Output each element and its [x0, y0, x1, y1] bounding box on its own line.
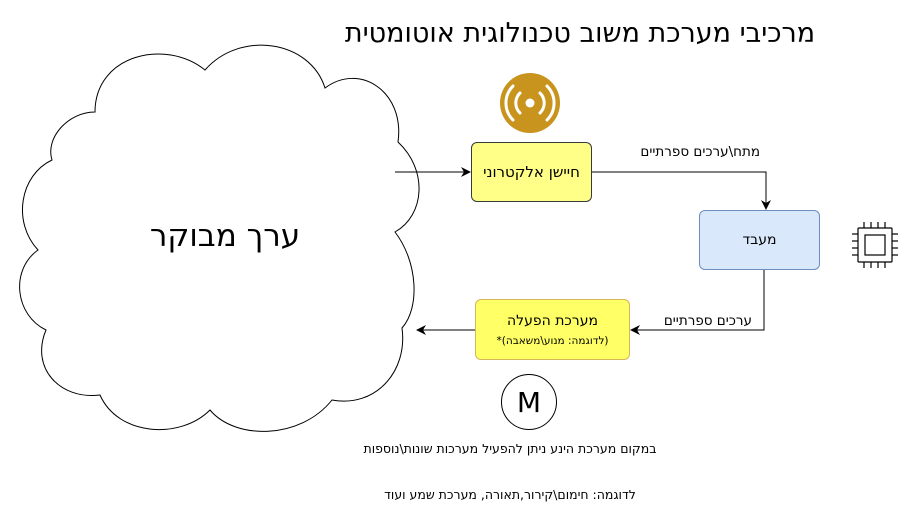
actuator-example: (לדוגמה: מנוע\משאבה)* — [496, 334, 609, 347]
edge-label-processor-to-actuator: ערכים ספרתיים — [663, 313, 752, 329]
cpu-chip-icon — [852, 222, 898, 268]
note-line-2: לדוגמה: חימום\קירור,תאורה, מערכת שמע ועו… — [384, 487, 636, 502]
controlled-value-cloud — [19, 44, 420, 432]
motor-symbol: M — [501, 374, 557, 430]
actuator-label: מערכת הפעלה — [507, 312, 598, 329]
processor-label: מעבד — [742, 232, 777, 248]
broadcast-signal-icon — [500, 73, 560, 133]
diagram-title: מרכיבי מערכת משוב טכנולוגית אוטומטית — [344, 18, 816, 49]
edge-processor-to-actuator — [630, 270, 765, 335]
sensor-label: חיישן אלקטרוני — [483, 163, 580, 181]
actuator-node: מערכת הפעלה (לדוגמה: מנוע\משאבה)* — [475, 299, 630, 360]
processor-node: מעבד — [699, 210, 820, 270]
sensor-node: חיישן אלקטרוני — [471, 142, 592, 202]
edge-label-sensor-to-processor: מתח\ערכים ספרתיים — [640, 144, 760, 160]
note-line-1: במקום מערכת הינע ניתן להפעיל מערכות שונו… — [363, 441, 657, 456]
edge-sensor-to-processor — [592, 171, 771, 210]
controlled-value-label: ערך מבוקר — [149, 218, 301, 254]
